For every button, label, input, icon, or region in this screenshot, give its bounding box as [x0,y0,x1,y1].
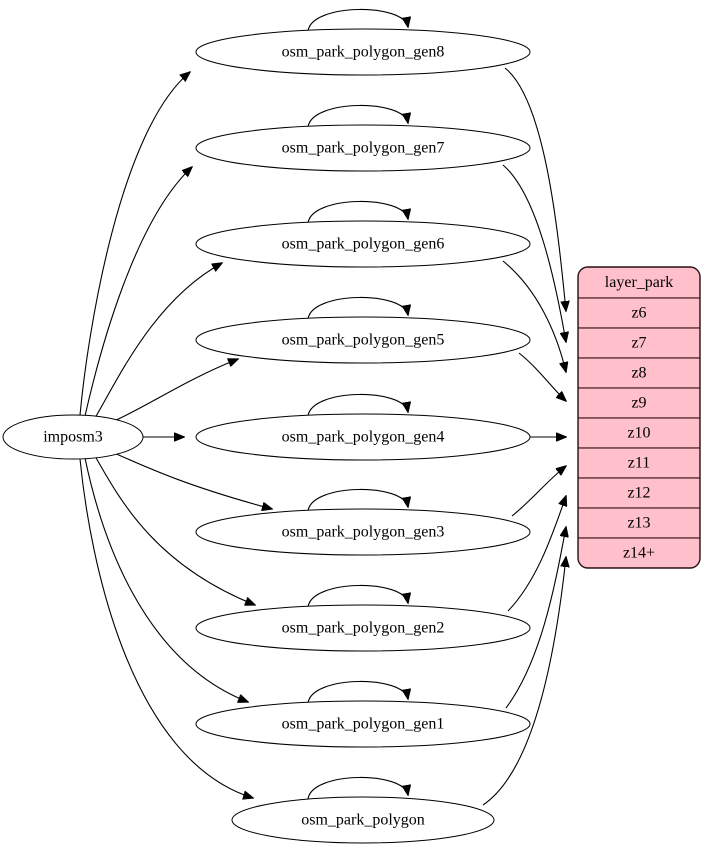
table-row-label-z14plus: z14+ [623,545,655,562]
edge-imposm3-to-base [79,458,253,798]
table-outline [577,266,701,569]
node-gen2[interactable]: osm_park_polygon_gen2 [195,584,531,652]
table-body: layer_park z6 z7 z8 z9 z10 z11 z12 z13 z14+ [578,267,700,568]
edge-gen8-to-z6 [504,67,566,311]
table-row-z13[interactable] [578,507,700,539]
node-shape-gen6[interactable] [195,220,531,268]
edge-gen3-to-z11 [511,466,566,517]
self-loop-gen8 [307,8,408,32]
edge-imposm3-to-gen5 [111,359,238,423]
table-row-z14plus[interactable] [578,537,700,568]
node-gen3[interactable]: osm_park_polygon_gen3 [195,488,531,556]
table-group: layer_park z6 z7 z8 z9 z10 z11 z12 z13 z14+ [577,266,701,569]
node-label-gen6: osm_park_polygon_gen6 [282,236,445,253]
edge-imposm3-to-gen8 [79,72,190,416]
table-row-label-z12: z12 [627,485,650,502]
node-shape-gen7[interactable] [195,124,531,172]
node-shape-gen2[interactable] [195,604,531,652]
node-gen8[interactable]: osm_park_polygon_gen8 [195,8,531,76]
node-gen7[interactable]: osm_park_polygon_gen7 [195,104,531,172]
node-label-gen1: osm_park_polygon_gen1 [282,716,445,733]
node-shape-gen4[interactable] [195,413,531,461]
node-gen6[interactable]: osm_park_polygon_gen6 [195,200,531,268]
self-loop-gen7 [307,104,408,128]
edge-gen7-to-z7 [502,164,566,342]
table-row-z8[interactable] [578,357,700,389]
node-label-gen4: osm_park_polygon_gen4 [282,429,445,446]
table-row-label-z10: z10 [627,425,650,442]
edge-base-to-z14 [482,557,566,806]
node-base[interactable]: osm_park_polygon [231,776,495,844]
table-header-label: layer_park [605,274,673,291]
nodes-group: osm_park_polygon_gen8 osm_park_polygon_ge… [2,8,531,844]
node-gen4[interactable]: osm_park_polygon_gen4 [195,393,531,461]
table-row-label-z8: z8 [631,365,646,382]
table-row-label-z13: z13 [627,515,650,532]
edge-gen5-to-z9 [518,352,566,401]
table-row-label-z11: z11 [628,455,651,472]
node-shape-imposm3[interactable] [2,414,144,460]
edges-nodes-to-table [482,67,566,806]
table-row-z10[interactable] [578,417,700,449]
table-row-z6[interactable] [578,297,700,329]
edge-gen1-to-z13 [505,527,566,709]
edge-gen6-to-z8 [502,260,566,372]
node-label-gen7: osm_park_polygon_gen7 [282,140,445,157]
node-shape-gen5[interactable] [195,316,531,364]
table-row-label-z9: z9 [631,395,646,412]
table-row-z7[interactable] [578,327,700,359]
node-label-gen3: osm_park_polygon_gen3 [282,524,445,541]
node-label-gen8: osm_park_polygon_gen8 [282,44,445,61]
self-loop-gen3 [307,488,408,512]
table-row-z9[interactable] [578,387,700,419]
self-loop-gen5 [307,296,408,320]
self-loop-gen6 [307,200,408,224]
node-shape-base[interactable] [231,796,495,844]
self-loop-gen1 [307,680,408,704]
node-shape-gen3[interactable] [195,508,531,556]
edge-gen2-to-z12 [507,496,566,612]
edge-imposm3-to-gen1 [84,457,248,702]
table-row-label-z6: z6 [631,305,646,322]
node-label-imposm3: imposm3 [43,429,103,446]
node-imposm3[interactable]: imposm3 [2,414,144,460]
edge-imposm3-to-gen2 [94,455,255,605]
edge-imposm3-to-gen7 [84,167,192,417]
node-label-gen2: osm_park_polygon_gen2 [282,620,445,637]
self-loop-gen4 [307,393,408,417]
node-shape-gen8[interactable] [195,28,531,76]
node-gen5[interactable]: osm_park_polygon_gen5 [195,296,531,364]
edges-source-to-nodes [79,72,272,798]
edge-imposm3-to-gen3 [111,451,272,509]
node-shape-gen1[interactable] [195,700,531,748]
edge-imposm3-to-gen6 [94,263,222,419]
node-label-gen5: osm_park_polygon_gen5 [282,332,445,349]
node-gen1[interactable]: osm_park_polygon_gen1 [195,680,531,748]
self-loop-gen2 [307,584,408,608]
node-label-base: osm_park_polygon [301,812,425,829]
self-loop-base [307,776,408,800]
table-row-label-z7: z7 [631,335,646,352]
